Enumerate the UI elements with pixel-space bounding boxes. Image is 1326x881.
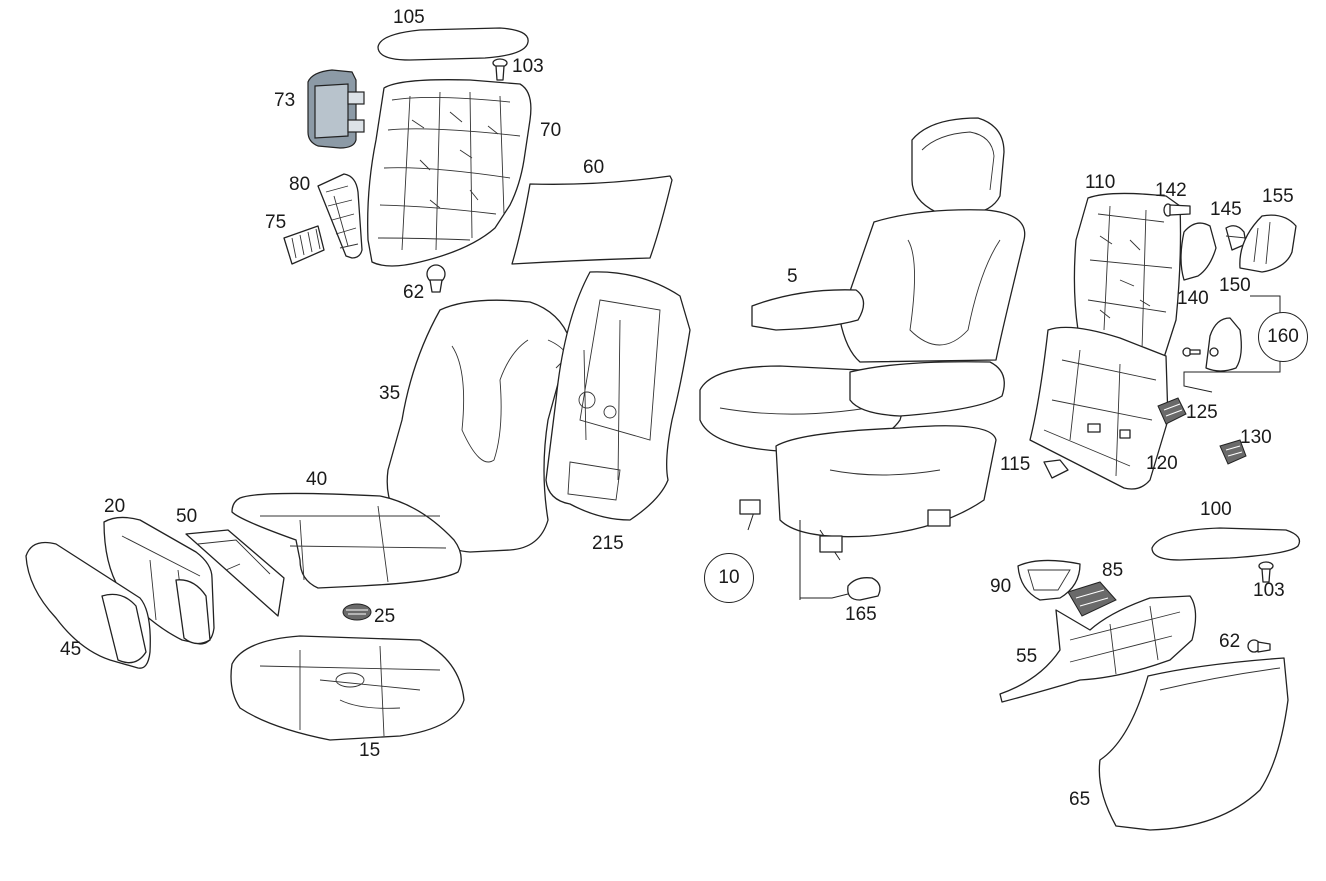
- label-62-upper: 62: [403, 282, 425, 303]
- part-65-outer-cover[interactable]: [1098, 657, 1289, 831]
- part-80-bracket[interactable]: [317, 173, 363, 259]
- label-110: 110: [1085, 172, 1116, 193]
- label-70: 70: [540, 120, 562, 141]
- label-60: 60: [583, 157, 605, 178]
- label-142: 142: [1155, 180, 1187, 201]
- part-40-seat-cushion[interactable]: [231, 492, 462, 589]
- label-40: 40: [306, 469, 328, 490]
- label-215: 215: [592, 533, 624, 554]
- part-105-armrest-pad[interactable]: [377, 27, 529, 61]
- part-100-armrest-pad[interactable]: [1151, 527, 1301, 561]
- label-45: 45: [60, 639, 82, 660]
- part-25-grille[interactable]: [342, 603, 372, 621]
- label-120: 120: [1146, 453, 1178, 474]
- label-140: 140: [1177, 288, 1209, 309]
- label-85: 85: [1102, 560, 1124, 581]
- label-10: 10: [704, 553, 754, 603]
- part-215-backrest-frame[interactable]: [545, 271, 691, 521]
- part-103-clip-top[interactable]: [492, 58, 508, 81]
- part-55-side-trim[interactable]: [999, 595, 1197, 703]
- label-103-top: 103: [512, 56, 544, 77]
- part-20-side-trim[interactable]: [103, 516, 215, 645]
- part-70-back-trim-panel[interactable]: [367, 79, 532, 267]
- label-25: 25: [374, 606, 396, 627]
- label-73: 73: [274, 90, 296, 111]
- part-115-clip[interactable]: [1043, 459, 1069, 479]
- label-5: 5: [787, 266, 798, 287]
- label-145: 145: [1210, 199, 1242, 220]
- part-120-lower-back-panel[interactable]: [1029, 326, 1169, 490]
- part-5-complete-seat[interactable]: [699, 117, 1026, 600]
- part-62-screw-upper[interactable]: [426, 264, 446, 293]
- label-90: 90: [990, 576, 1012, 597]
- part-60-fabric-panel[interactable]: [511, 175, 673, 265]
- label-80: 80: [289, 174, 311, 195]
- part-75-switch[interactable]: [283, 225, 325, 265]
- part-145-cover[interactable]: [1180, 222, 1217, 281]
- label-150: 150: [1219, 275, 1251, 296]
- part-90-cover[interactable]: [1017, 559, 1081, 601]
- part-160-screw[interactable]: [1182, 347, 1201, 357]
- part-45-side-cover[interactable]: [25, 541, 151, 669]
- part-73-cover[interactable]: [307, 69, 365, 149]
- label-115: 115: [1000, 454, 1031, 475]
- label-65: 65: [1069, 789, 1091, 810]
- label-50: 50: [176, 506, 198, 527]
- part-103-clip-lower[interactable]: [1258, 561, 1274, 583]
- label-75: 75: [265, 212, 287, 233]
- part-160-handle[interactable]: [1205, 317, 1242, 372]
- part-110-back-panel[interactable]: [1073, 192, 1182, 371]
- part-155-end-cap[interactable]: [1239, 214, 1297, 273]
- part-15-seat-frame[interactable]: [230, 635, 465, 741]
- label-105: 105: [393, 7, 425, 28]
- part-62-screw-lower[interactable]: [1247, 639, 1271, 653]
- label-155: 155: [1262, 186, 1294, 207]
- part-85-switch-block[interactable]: [1067, 581, 1117, 617]
- label-20: 20: [104, 496, 126, 517]
- part-50-pad[interactable]: [185, 529, 285, 617]
- part-142-screw[interactable]: [1163, 203, 1191, 217]
- label-160: 160: [1258, 312, 1308, 362]
- label-55: 55: [1016, 646, 1038, 667]
- label-125: 125: [1186, 402, 1218, 423]
- label-35: 35: [379, 383, 401, 404]
- label-15: 15: [359, 740, 381, 761]
- part-35-backrest-cushion[interactable]: [386, 299, 571, 553]
- part-125-switch[interactable]: [1157, 397, 1187, 425]
- part-130-switch[interactable]: [1219, 439, 1247, 465]
- label-130: 130: [1240, 427, 1272, 448]
- label-103-lower: 103: [1253, 580, 1285, 601]
- label-100: 100: [1200, 499, 1232, 520]
- label-62-lower: 62: [1219, 631, 1241, 652]
- label-165: 165: [845, 604, 877, 625]
- part-165-cap[interactable]: [847, 577, 881, 601]
